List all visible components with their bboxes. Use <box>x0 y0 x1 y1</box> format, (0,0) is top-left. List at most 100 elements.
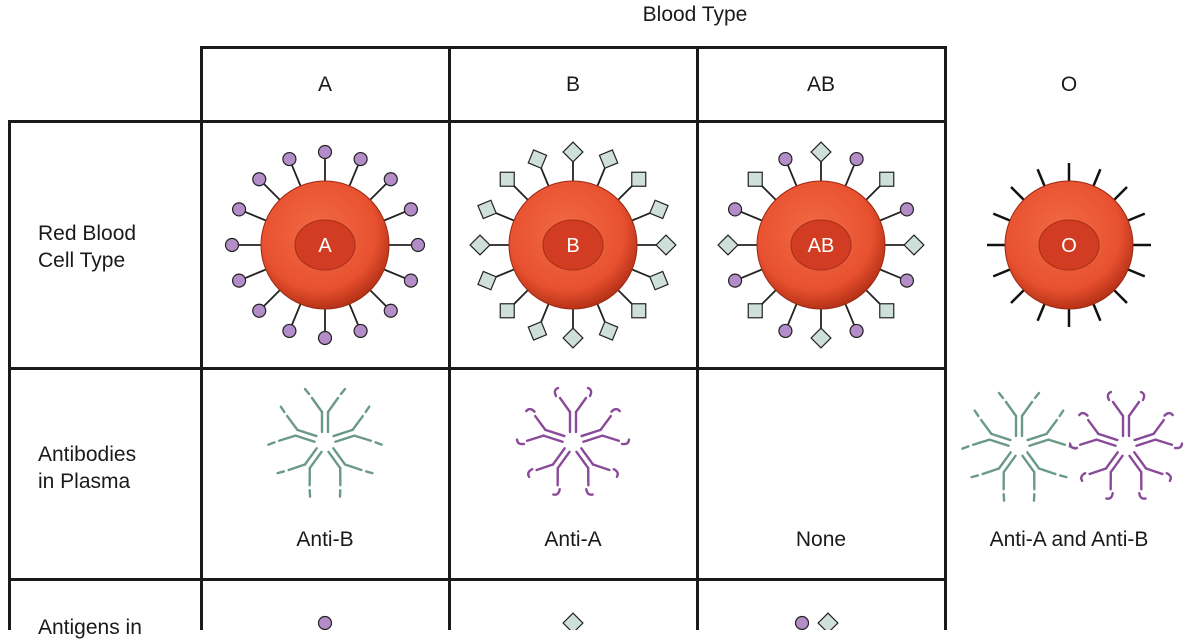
cell-spike <box>1113 289 1128 304</box>
antibody-arm-icon <box>1128 451 1172 500</box>
grid-line <box>8 367 947 370</box>
antigen-b-icon <box>477 199 498 220</box>
grid-line <box>200 46 203 630</box>
cell-center <box>542 219 604 271</box>
row-header-antibodies-line1: Antibodies <box>38 443 137 466</box>
antibody-b-illustration <box>515 386 631 496</box>
rbc-o-illustration: O <box>987 163 1151 327</box>
antigen-a-icon <box>282 323 297 339</box>
antigen-stem <box>786 303 798 327</box>
antigen-b-icon <box>527 149 548 170</box>
antigen-a-icon <box>899 273 915 288</box>
cell-spike <box>1092 168 1102 187</box>
antigen-stem <box>290 163 302 187</box>
antigen-ab-illustration <box>794 612 839 630</box>
antigen-a-icon <box>727 273 743 288</box>
antigen-a-icon <box>383 303 398 318</box>
antigen-stem <box>348 303 360 327</box>
antigen-stem <box>383 210 407 222</box>
cell-spike <box>1036 303 1046 322</box>
antigen-b-icon <box>747 171 763 187</box>
antibody-arm-icon <box>332 405 383 446</box>
cell-spike <box>1010 289 1025 304</box>
grid-line <box>8 120 11 630</box>
antibody-arm-icon <box>1106 390 1146 438</box>
cell-spike <box>1127 268 1146 278</box>
cell-spike <box>1010 186 1025 201</box>
antigen-a-icon <box>353 151 368 167</box>
cell-spike <box>1113 186 1128 201</box>
column-header-ab: AB <box>806 73 835 96</box>
antigen-b-icon <box>648 270 669 291</box>
rbc-a-illustration: A <box>224 144 426 346</box>
antibody-arm-icon <box>961 409 1012 450</box>
antigen-stem <box>290 303 302 327</box>
antibody-label-ab: None <box>795 528 847 551</box>
antigen-a-icon <box>353 323 368 339</box>
antigen-a-icon <box>252 303 267 318</box>
antigen-stem <box>879 210 903 222</box>
antigen-b-icon <box>477 270 498 291</box>
antigen-b-icon <box>499 303 515 319</box>
cell-center <box>1038 219 1100 271</box>
antigen-a-icon <box>317 330 333 346</box>
row-header-antibodies: Antibodies in Plasma <box>38 441 198 495</box>
antigen-b-illustration <box>562 612 584 630</box>
antigen-stem <box>383 268 407 280</box>
antibody-arm-icon <box>303 387 347 434</box>
antibody-arm-icon <box>276 447 323 498</box>
antigen-b-icon <box>717 234 739 256</box>
antibody-arm-icon <box>575 447 619 496</box>
antigen-stem <box>844 163 856 187</box>
antigen-b-icon <box>655 234 677 256</box>
antibody-arm-icon <box>1021 451 1068 502</box>
grid-line <box>8 578 947 581</box>
antigen-a-icon <box>317 144 333 160</box>
antigen-a-icon <box>317 615 333 630</box>
antibody-label-a: Anti-B <box>296 528 354 551</box>
antigen-a-icon <box>794 615 810 630</box>
antigen-a-icon <box>403 273 419 288</box>
antigen-a-icon <box>410 237 426 253</box>
rbc-type-label: AB <box>808 235 835 257</box>
rbc-b-illustration: B <box>469 141 677 349</box>
cell-spike <box>1092 303 1102 322</box>
antigen-stem <box>844 303 856 327</box>
column-header-o: O <box>1060 73 1078 96</box>
antigen-b-icon <box>747 303 763 319</box>
row-header-antibodies-line2: in Plasma <box>38 470 131 493</box>
antibody-arm-icon <box>580 407 631 446</box>
rbc-type-label: B <box>566 235 579 257</box>
antibody-arm-icon <box>515 407 566 446</box>
antibody-arm-icon <box>267 405 318 446</box>
antigen-b-icon <box>562 141 584 163</box>
row-header-rbc-line2: Cell Type <box>38 249 126 272</box>
column-header-b: B <box>565 73 580 96</box>
grid-line <box>8 120 947 123</box>
antigen-stem <box>739 210 763 222</box>
antigen-a-icon <box>231 273 247 288</box>
antigen-stem <box>879 268 903 280</box>
antibody-label-b: Anti-A <box>544 528 602 551</box>
antigen-stem <box>243 210 267 222</box>
antigen-stem <box>369 182 388 201</box>
antigen-stem <box>348 163 360 187</box>
cell-spike <box>1036 168 1046 187</box>
antibody-arm-icon <box>327 447 374 498</box>
antibody-arm-icon <box>527 447 571 496</box>
rbc-type-label: A <box>318 235 332 257</box>
rbc-type-label: O <box>1061 235 1077 257</box>
grid-line <box>448 46 451 630</box>
antigen-b-icon <box>648 199 669 220</box>
antigen-a-icon <box>727 202 743 217</box>
row-header-antigens: Antigens in <box>38 614 198 641</box>
antigen-stem <box>786 163 798 187</box>
antigen-a-icon <box>849 151 864 167</box>
antigen-b-icon <box>527 320 548 341</box>
cell-spike <box>992 212 1011 222</box>
antigen-a-icon <box>849 323 864 339</box>
antigen-a-icon <box>252 172 267 187</box>
row-header-rbc-line1: Red Blood <box>38 222 137 245</box>
antibody-arm-icon <box>970 451 1017 502</box>
table-title: Blood Type <box>642 3 748 26</box>
